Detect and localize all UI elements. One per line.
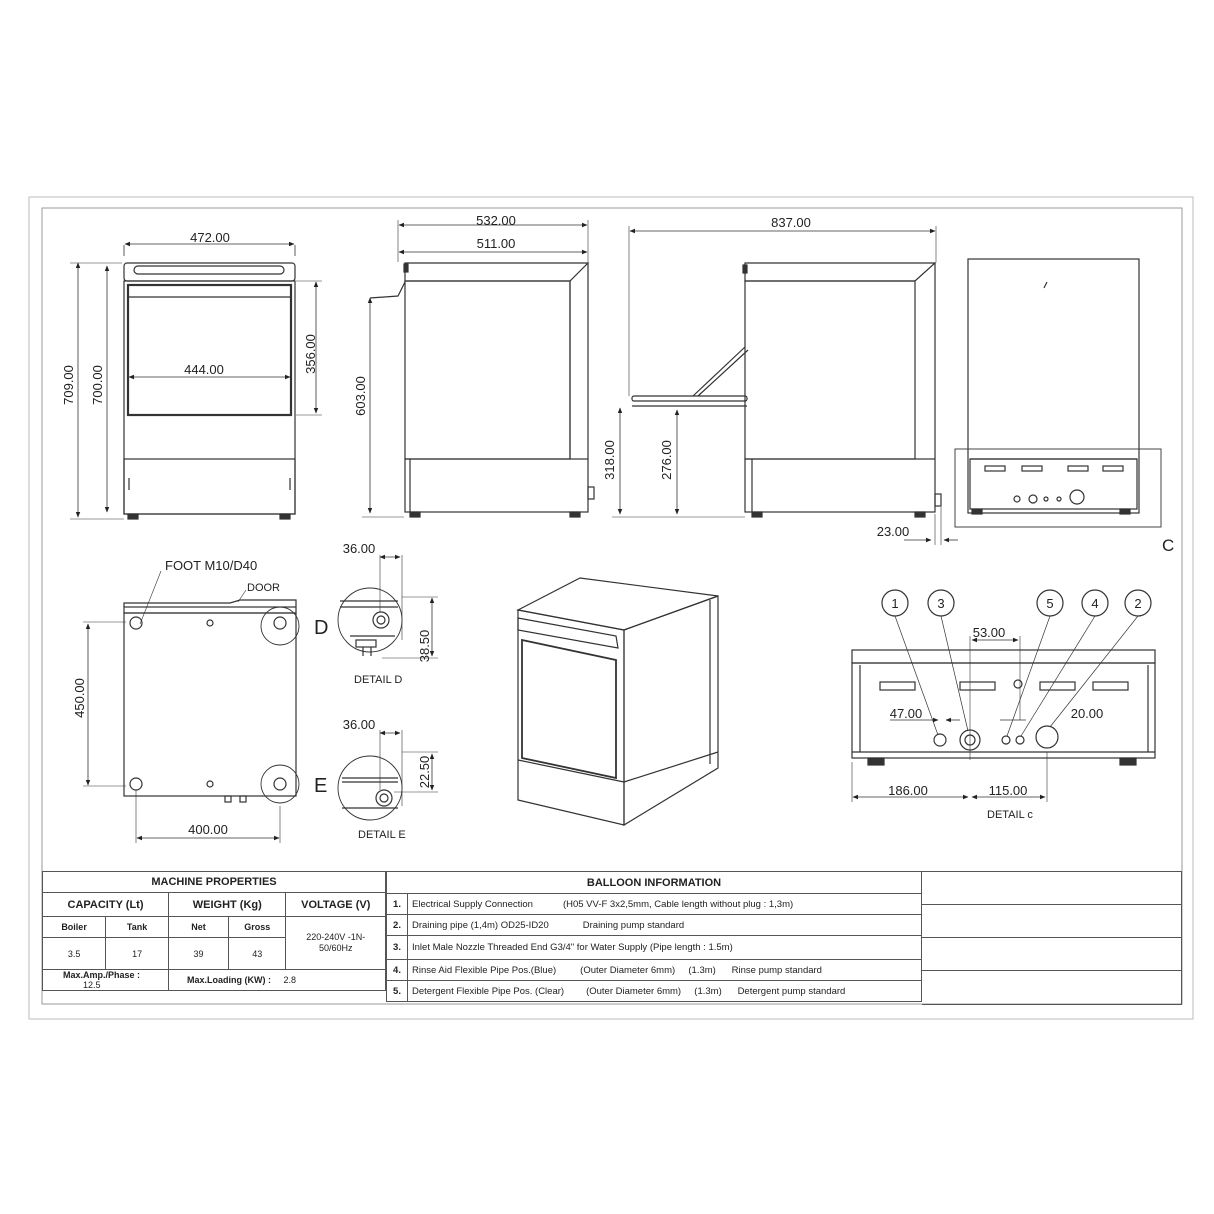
balloon-5: 5	[1046, 596, 1053, 611]
balloon-row: 1. Electrical Supply Connection (H05 VV-F…	[386, 893, 922, 915]
balloon-row: 3. Inlet Male Nozzle Threaded End G3/4" …	[386, 935, 922, 960]
balloon-row-text: Draining pipe (1,4m) OD25-ID20	[412, 919, 549, 931]
side-view	[362, 220, 595, 518]
dim-detail-c-right: 20.00	[1071, 706, 1104, 721]
dim-bottom-depth: 450.00	[72, 678, 87, 718]
voltage-value: 220-240V -1N-50/60Hz	[285, 916, 386, 970]
dim-rear-offset: 23.00	[877, 524, 910, 539]
max-amp-label: Max.Amp./Phase :	[63, 970, 141, 980]
title-block-blank	[922, 871, 1182, 1005]
balloon-row: 2. Draining pipe (1,4m) OD25-ID20 Drainin…	[386, 914, 922, 936]
machine-properties-table: MACHINE PROPERTIES CAPACITY (Lt) WEIGHT …	[41, 871, 386, 991]
boiler-value: 3.5	[41, 937, 107, 970]
dim-front-total-height: 709.00	[61, 365, 76, 405]
balloon-row-detail: (Outer Diameter 6mm) (1.3m) Rinse pump s…	[580, 964, 822, 976]
view-labels: FOOT M10/D40 DOOR D DETAIL D E DETAIL E …	[165, 536, 1174, 841]
dim-door-height: 356.00	[303, 334, 318, 374]
tank-label: Tank	[105, 916, 170, 938]
dim-detail-c-left: 47.00	[890, 706, 923, 721]
dim-open-door-height: 318.00	[602, 440, 617, 480]
balloon-row-text: Inlet Male Nozzle Threaded End G3/4" for…	[412, 942, 733, 953]
dimension-labels: 472.00 444.00 709.00 700.00 356.00 532.0…	[61, 213, 1103, 837]
balloon-3: 3	[937, 596, 944, 611]
front-view	[70, 241, 322, 520]
label-detail-c: DETAIL c	[987, 809, 1033, 821]
dim-bottom-width: 400.00	[188, 822, 228, 837]
dim-front-inner-width: 444.00	[184, 362, 224, 377]
isometric-view	[516, 577, 719, 827]
balloon-1: 1	[891, 596, 898, 611]
dim-side-depth-inner: 511.00	[477, 236, 516, 251]
bottom-view	[83, 570, 300, 843]
detail-c	[851, 589, 1156, 802]
dim-detail-e-height: 22.50	[417, 756, 432, 789]
boiler-label: Boiler	[41, 916, 107, 938]
dim-detail-e-offset: 36.00	[343, 717, 376, 732]
dim-detail-c-spacing: 53.00	[973, 625, 1006, 640]
dim-detail-d-offset: 36.00	[343, 541, 376, 556]
dim-side-depth-outer: 532.00	[476, 213, 516, 228]
machine-properties-title: MACHINE PROPERTIES	[42, 871, 386, 893]
label-detail-c-letter: C	[1162, 536, 1174, 555]
sheet-outer-border	[28, 196, 1194, 1020]
tank-value: 17	[105, 937, 170, 970]
capacity-header: CAPACITY (Lt)	[41, 892, 170, 917]
balloon-row-detail: (Outer Diameter 6mm) (1.3m) Detergent pu…	[586, 985, 846, 997]
balloon-row-number: 3.	[386, 935, 408, 960]
max-loading-value: 2.8	[283, 975, 297, 985]
sheet-inner-border	[41, 207, 1183, 1005]
label-foot: FOOT M10/D40	[165, 558, 257, 573]
max-loading-label: Max.Loading (KW) :	[187, 975, 272, 985]
balloon-row-detail: Draining pump standard	[582, 919, 685, 931]
balloon-row: 5. Detergent Flexible Pipe Pos. (Clear) (…	[386, 980, 922, 1002]
label-detail-d-letter: D	[314, 617, 328, 639]
dim-side-height: 603.00	[353, 376, 368, 416]
dim-front-width: 472.00	[190, 230, 230, 245]
balloon-information-title: BALLOON INFORMATION	[386, 871, 922, 894]
balloon-row-text: Electrical Supply Connection	[412, 898, 533, 910]
label-detail-d: DETAIL D	[354, 674, 402, 686]
net-label: Net	[168, 916, 229, 938]
balloon-row-detail: (H05 VV-F 3x2,5mm, Cable length without …	[562, 898, 794, 910]
balloon-row: 4. Rinse Aid Flexible Pipe Pos.(Blue) (Ou…	[386, 959, 922, 981]
label-detail-e: DETAIL E	[358, 829, 406, 841]
dim-detail-d-height: 38.50	[417, 630, 432, 663]
balloon-row-number: 5.	[386, 980, 408, 1002]
side-view-door-open	[612, 226, 958, 545]
balloon-row-text: Detergent Flexible Pipe Pos. (Clear)	[412, 985, 565, 997]
dim-open-depth: 837.00	[771, 215, 811, 230]
dim-detail-c-bottom-right: 115.00	[989, 783, 1028, 798]
balloon-2: 2	[1134, 596, 1141, 611]
detail-e	[337, 730, 438, 821]
balloon-row-text: Rinse Aid Flexible Pipe Pos.(Blue)	[412, 964, 557, 976]
dim-front-body-height: 700.00	[90, 365, 105, 405]
title-block-row	[922, 872, 1181, 905]
detail-d	[337, 554, 438, 659]
balloon-row-number: 1.	[386, 893, 408, 915]
weight-header: WEIGHT (Kg)	[168, 892, 287, 917]
net-value: 39	[168, 937, 229, 970]
dim-open-door-inner-height: 276.00	[659, 440, 674, 480]
rear-view	[954, 258, 1162, 528]
max-amp-value: 12.5	[83, 980, 101, 990]
title-block-row	[922, 938, 1181, 971]
balloon-information-table: BALLOON INFORMATION 1. Electrical Supply…	[386, 871, 922, 1002]
balloon-row-number: 4.	[386, 959, 408, 981]
label-door: DOOR	[247, 582, 280, 594]
gross-value: 43	[227, 937, 287, 970]
balloon-4: 4	[1091, 596, 1098, 611]
voltage-header: VOLTAGE (V)	[285, 892, 386, 917]
label-detail-e-letter: E	[314, 775, 327, 797]
title-block-row	[922, 905, 1181, 938]
dim-detail-c-bottom-left: 186.00	[888, 783, 928, 798]
balloon-row-number: 2.	[386, 914, 408, 936]
gross-label: Gross	[227, 916, 287, 938]
